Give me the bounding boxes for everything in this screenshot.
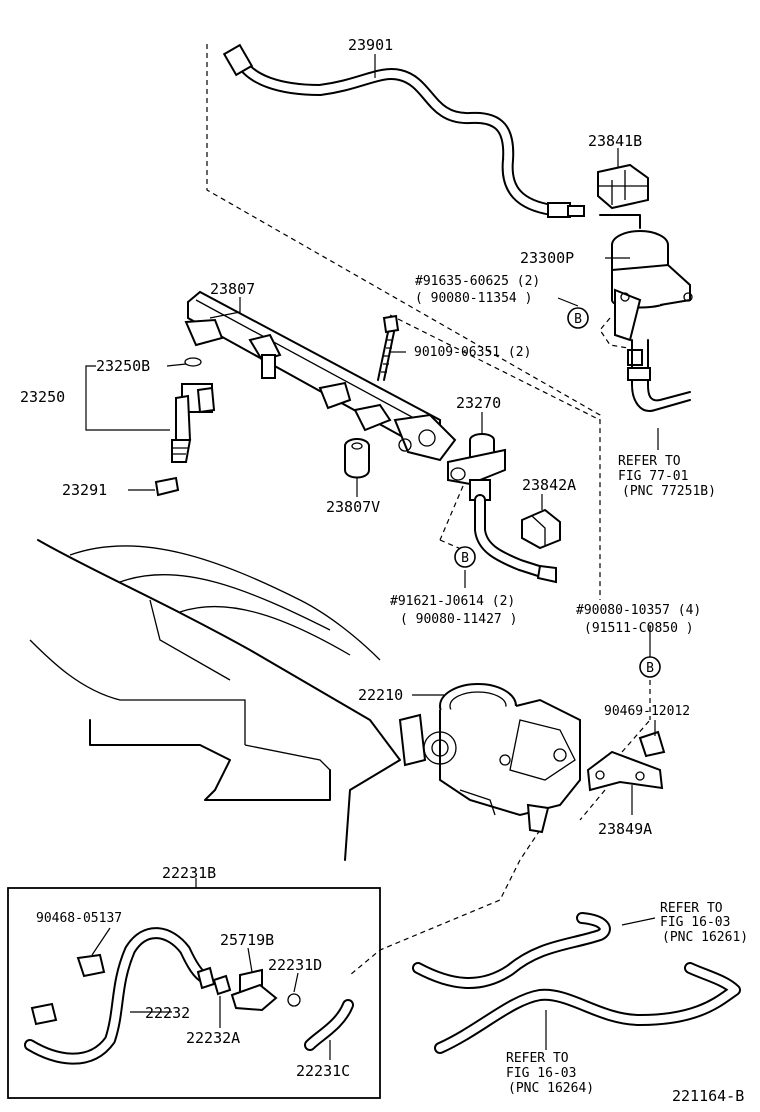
label-23807: 23807	[210, 280, 255, 298]
part-23901-fuel-hose	[222, 43, 585, 218]
reference-1-line2: FIG 77-01	[618, 469, 688, 484]
label-90080-10357: #90080-10357 (4)	[576, 603, 701, 618]
part-23270-pressure-regulator	[447, 433, 557, 584]
part-23300P-pulsation-damper	[599, 214, 693, 412]
label-23250B: 23250B	[96, 357, 150, 375]
label-23807V: 23807V	[326, 498, 380, 516]
reference-note-16264: REFER TO FIG 16-03 (PNC 16264)	[506, 1051, 594, 1096]
hose-16264	[434, 962, 741, 1054]
drawing-number: 221164-B	[672, 1087, 744, 1105]
part-22210-throttle-body	[398, 683, 581, 834]
reference-1-line3: (PNC 77251B)	[622, 484, 716, 499]
label-22210: 22210	[358, 686, 403, 704]
label-23841B: 23841B	[588, 132, 642, 150]
label-23250: 23250	[20, 388, 65, 406]
part-23807-delivery-pipe	[184, 290, 457, 462]
part-90109-bolt	[377, 314, 400, 381]
label-91621: #91621-J0614 (2)	[390, 594, 515, 609]
part-23291-seal	[154, 476, 180, 497]
label-22232A: 22232A	[186, 1029, 240, 1047]
label-23842A: 23842A	[522, 476, 576, 494]
reference-note-77251b: REFER TO FIG 77-01 (PNC 77251B)	[618, 454, 716, 499]
label-90109: 90109-06351 (2)	[414, 345, 531, 360]
assembly-dashed-lines	[206, 44, 651, 976]
reference-2-line2: FIG 16-03	[660, 915, 730, 930]
label-23270: 23270	[456, 394, 501, 412]
ref-marker-b-2-text: B	[461, 551, 469, 566]
reference-note-16261: REFER TO FIG 16-03 (PNC 16261)	[660, 901, 748, 945]
part-labels: 23901 23841B 23300P 23807 #91635-60625 (…	[20, 36, 744, 1105]
reference-3-line3: (PNC 16264)	[508, 1081, 594, 1096]
label-22231D: 22231D	[268, 956, 322, 974]
label-91635: #91635-60625 (2)	[415, 274, 540, 289]
ref-marker-b-3-text: B	[646, 661, 654, 676]
label-23849A: 23849A	[598, 820, 652, 838]
part-23849A-bracket	[586, 750, 664, 792]
label-90080-11427: ( 90080-11427 )	[400, 612, 517, 627]
reference-3-line2: FIG 16-03	[506, 1066, 576, 1081]
label-91511: (91511-C0850 )	[584, 621, 694, 636]
engine-head-outline	[29, 539, 401, 861]
label-22231B: 22231B	[162, 864, 216, 882]
label-23291: 23291	[62, 481, 107, 499]
label-25719B: 25719B	[220, 931, 274, 949]
label-90469: 90469-12012	[604, 704, 690, 719]
part-23807V-insulator	[344, 438, 370, 479]
label-22232: 22232	[145, 1004, 190, 1022]
ref-marker-b-1: B	[567, 307, 589, 329]
label-23901: 23901	[348, 36, 393, 54]
hose-16261	[412, 912, 611, 989]
reference-2-line3: (PNC 16261)	[662, 930, 748, 945]
ref-marker-b-3: B	[639, 656, 661, 678]
reference-3-line1: REFER TO	[506, 1051, 569, 1066]
part-22231B-kit-box	[7, 887, 381, 1099]
label-90080-11354: ( 90080-11354 )	[415, 291, 532, 306]
label-90468: 90468-05137	[36, 911, 122, 926]
reference-2-line1: REFER TO	[660, 901, 723, 916]
part-23842A-clip	[521, 508, 561, 550]
label-22231C: 22231C	[296, 1062, 350, 1080]
part-23841B-clip	[597, 163, 649, 210]
part-90469-clip	[638, 730, 666, 758]
reference-1-line1: REFER TO	[618, 454, 681, 469]
part-23250-injector	[171, 357, 216, 463]
label-23300P: 23300P	[520, 249, 574, 267]
ref-marker-b-2: B	[454, 546, 476, 568]
leader-lines	[85, 54, 659, 1060]
ref-marker-b-1-text: B	[574, 312, 582, 327]
